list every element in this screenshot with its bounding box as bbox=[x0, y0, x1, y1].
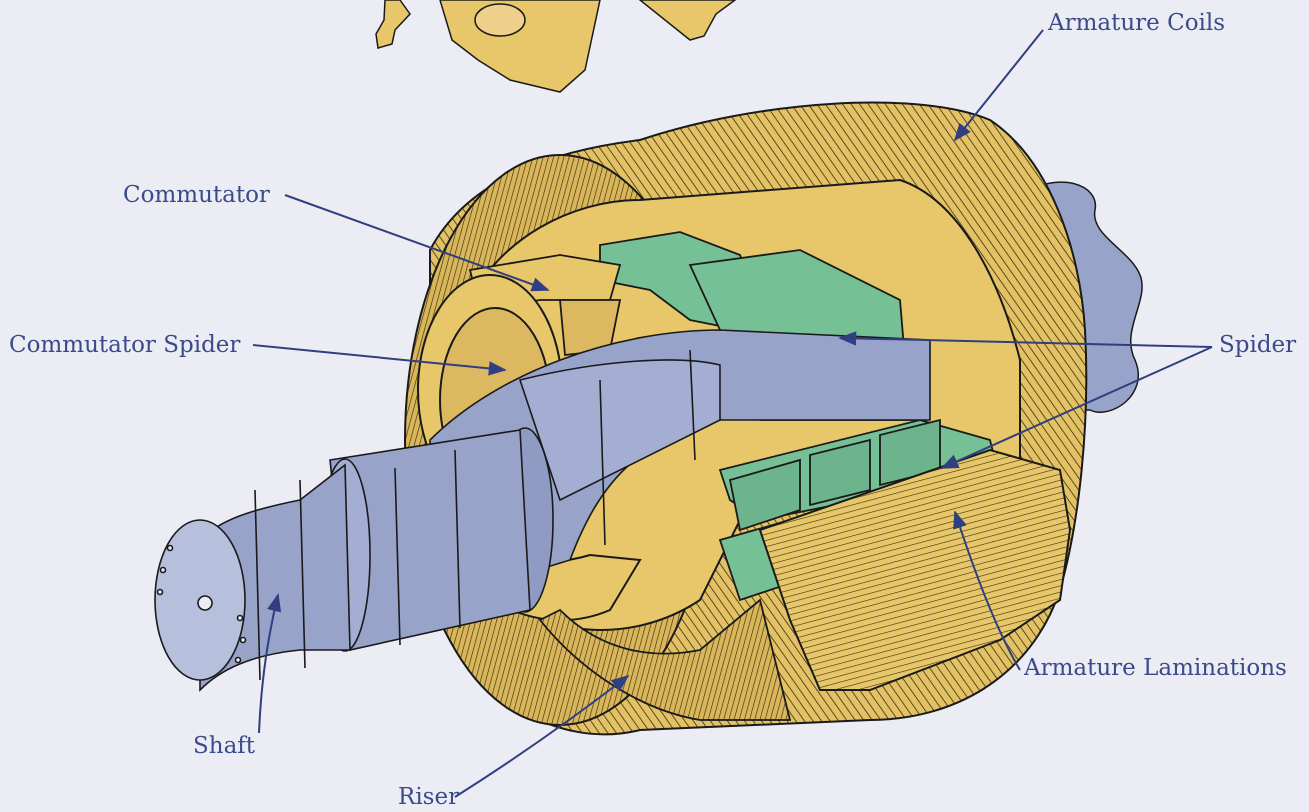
leader-spider-upper bbox=[838, 331, 1213, 348]
label-commutator: Commutator bbox=[123, 182, 270, 208]
label-armature-laminations: Armature Laminations bbox=[1024, 655, 1287, 681]
label-shaft: Shaft bbox=[193, 733, 256, 759]
label-spider: Spider bbox=[1219, 332, 1297, 358]
armature-laminations bbox=[758, 448, 1072, 691]
riser bbox=[538, 598, 792, 721]
label-armature-coils: Armature Coils bbox=[1048, 10, 1226, 36]
leader-armature-laminations bbox=[953, 510, 1021, 671]
label-riser: Riser bbox=[398, 784, 460, 810]
leader-armature-coils bbox=[953, 29, 1044, 142]
leader-riser bbox=[454, 674, 630, 798]
brush-holder-part bbox=[375, 0, 737, 93]
leader-commutator-spider bbox=[252, 344, 507, 376]
leader-shaft bbox=[258, 593, 282, 734]
leader-commutator bbox=[284, 194, 550, 292]
shaft bbox=[154, 329, 931, 692]
leader-spider-lower bbox=[940, 346, 1213, 469]
leader-lines bbox=[252, 29, 1213, 798]
label-commutator-spider: Commutator Spider bbox=[9, 332, 241, 358]
